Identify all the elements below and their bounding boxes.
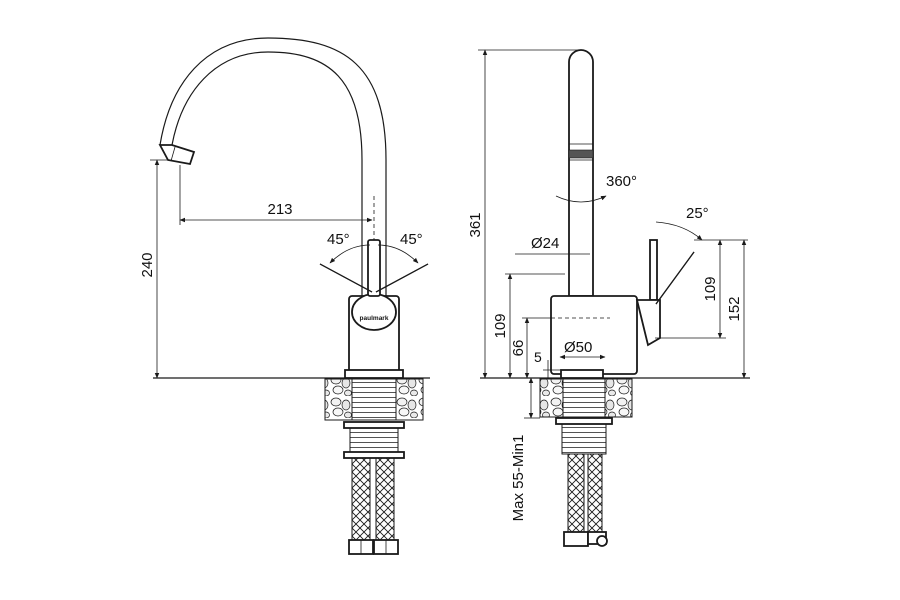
mounting-shank-side bbox=[555, 417, 613, 455]
dim-mount: Max 55-Min1 bbox=[510, 435, 527, 522]
dim-total-height: 361 bbox=[467, 212, 484, 237]
arc-right-45 bbox=[377, 244, 419, 264]
dim-reach: 213 bbox=[267, 201, 292, 218]
spout-side bbox=[568, 49, 594, 297]
lever-front bbox=[319, 239, 429, 297]
dim-lever-left-45: 45° bbox=[327, 231, 350, 248]
dim-body-height: 109 bbox=[492, 313, 509, 338]
dim-height: 240 bbox=[139, 252, 156, 277]
arc-lever-tilt bbox=[655, 221, 703, 241]
body-side bbox=[550, 295, 638, 379]
dim-lever-tilt: 25° bbox=[686, 205, 709, 222]
dim-base-ring: 5 bbox=[534, 349, 542, 365]
spout-front bbox=[158, 37, 387, 296]
dim-rotation: 360° bbox=[606, 173, 637, 190]
countertop-section-side bbox=[539, 378, 633, 418]
dim-base-height: 66 bbox=[510, 340, 527, 357]
brand-logo: paulmark bbox=[360, 315, 389, 322]
rotation-arrow bbox=[555, 195, 607, 203]
mounting-shank-front bbox=[343, 421, 405, 459]
dim-lever-span: 152 bbox=[726, 296, 743, 321]
lever-side bbox=[635, 239, 695, 347]
arc-left-45 bbox=[329, 244, 371, 264]
braided-hoses-side bbox=[563, 453, 608, 547]
dim-lever-right-45: 45° bbox=[400, 231, 423, 248]
dim-body-diameter: Ø50 bbox=[564, 339, 592, 356]
dim-lever-top: 109 bbox=[702, 276, 719, 301]
countertop-section-front bbox=[324, 378, 424, 421]
braided-hoses-front bbox=[348, 457, 399, 555]
body-front bbox=[344, 293, 404, 379]
dim-spout-diameter: Ø24 bbox=[531, 235, 559, 252]
front-view: paulmark 45° 45° 213 240 bbox=[139, 37, 430, 555]
side-view: 360° Ø24 25° 361 109 66 bbox=[467, 49, 750, 547]
